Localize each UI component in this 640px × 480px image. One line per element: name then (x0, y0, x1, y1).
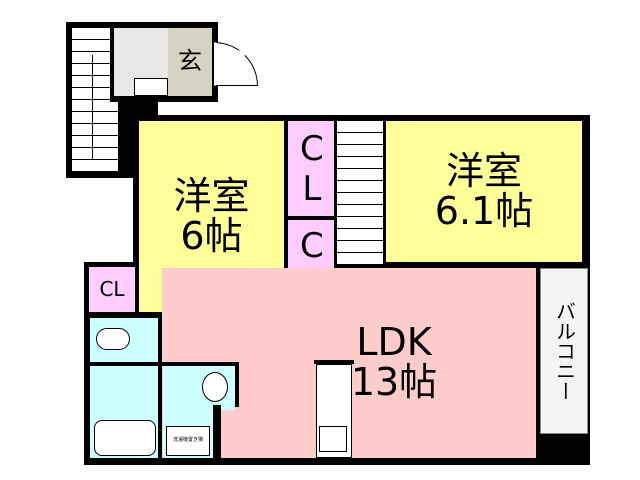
wall (536, 262, 540, 462)
closet-upper: CL (288, 121, 334, 216)
wall (314, 360, 354, 364)
laundry-label: 洗濯機置き場 (166, 426, 210, 456)
wall (235, 362, 239, 407)
room-size: 13帖 (350, 360, 438, 404)
stairs-icon (337, 121, 383, 265)
room-name: LDK (356, 320, 432, 365)
stove-icon (319, 426, 347, 452)
shoe-cabinet-icon (134, 78, 168, 96)
closet-left: CL (89, 267, 135, 312)
toilet-icon (96, 328, 130, 350)
sink-icon (202, 372, 228, 402)
genkan-label: 玄 (168, 28, 212, 96)
room-size: 6帖 (180, 213, 243, 258)
room-name: 洋室 (445, 148, 522, 193)
wall (86, 362, 236, 366)
balcony: バルコニー (540, 268, 588, 434)
stair-arrow-icon (92, 55, 93, 160)
room-name: 洋室 (173, 173, 250, 218)
room-size: 6.1帖 (434, 188, 534, 233)
bathtub-icon (94, 420, 156, 456)
door-swing-icon[interactable] (214, 42, 258, 86)
balcony-label: バルコニー (552, 301, 577, 401)
wall (213, 405, 221, 462)
closet-label: CL (291, 128, 332, 209)
wall (158, 315, 162, 462)
